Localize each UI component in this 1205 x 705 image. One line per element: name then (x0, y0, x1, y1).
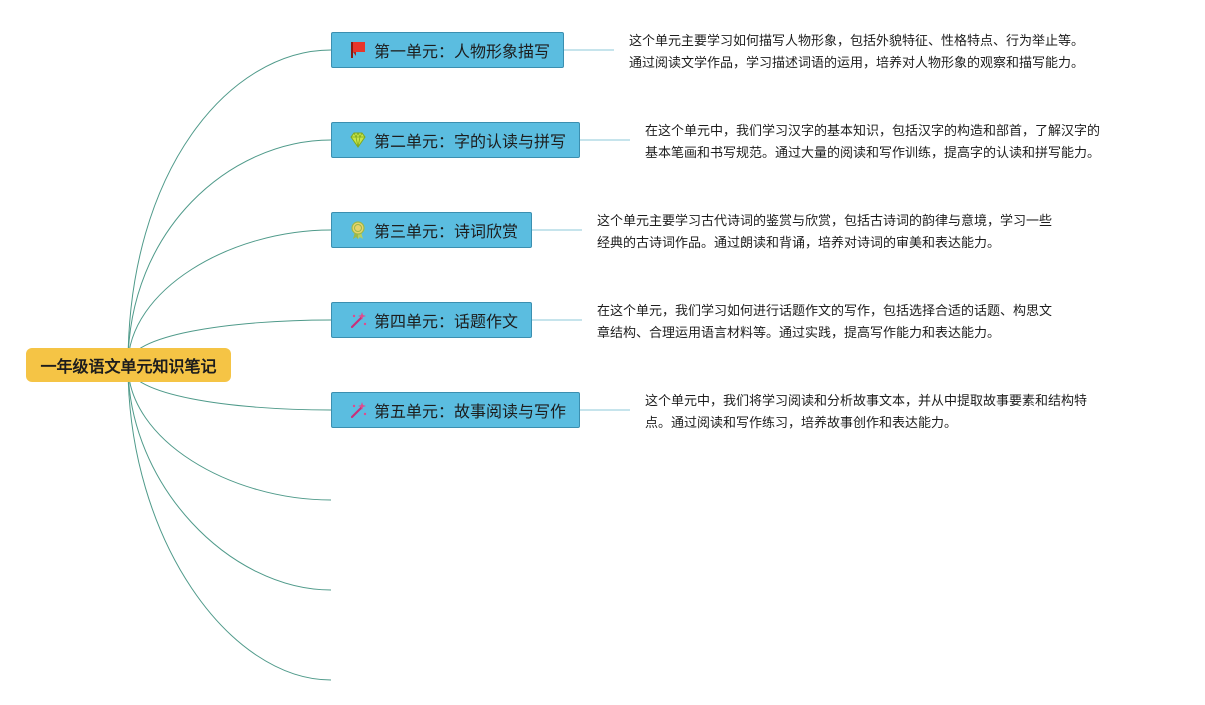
unit-node-2-label: 第二单元：字的认读与拼写 (374, 132, 567, 151)
unit-desc-2: 在这个单元中，我们学习汉字的基本知识，包括汉字的构造和部首，了解汉字的 基本笔画… (645, 121, 1100, 165)
unit-desc-5-line-2: 点。通过阅读和写作练习，培养故事创作和表达能力。 (645, 416, 958, 431)
red-flag-icon (348, 40, 368, 60)
unit-desc-1-line-2: 通过阅读文学作品，学习描述词语的运用，培养对人物形象的观察和描写能力。 (629, 56, 1085, 71)
unit-desc-2-line-2: 基本笔画和书写规范。通过大量的阅读和写作训练，提高字的认读和拼写能力。 (645, 146, 1101, 161)
root-topic[interactable]: 一年级语文单元知识笔记 (26, 348, 231, 382)
connector-unit-3 (127, 229, 332, 366)
unit-desc-2-line-1: 在这个单元中，我们学习汉字的基本知识，包括汉字的构造和部首，了解汉字的 (645, 124, 1101, 139)
unit-desc-3: 这个单元主要学习古代诗词的鉴赏与欣赏，包括古诗词的韵律与意境，学习一些 经典的古… (597, 211, 1052, 255)
connector-unit-2 (127, 139, 332, 366)
unit-node-5[interactable]: 第五单元：故事阅读与写作 (331, 392, 580, 428)
connector-empty-3 (127, 364, 332, 681)
unit-desc-5: 这个单元中，我们将学习阅读和分析故事文本，并从中提取故事要素和结构特 点。通过阅… (645, 391, 1087, 435)
unit-desc-1: 这个单元主要学习如何描写人物形象，包括外貌特征、性格特点、行为举止等。 通过阅读… (629, 31, 1084, 75)
unit-node-3-label: 第三单元：诗词欣赏 (374, 222, 519, 241)
unit-desc-4: 在这个单元，我们学习如何进行话题作文的写作，包括选择合适的话题、构思文 章结构、… (597, 301, 1052, 345)
magic-wand-icon (348, 310, 368, 330)
unit-node-1-label: 第一单元：人物形象描写 (374, 42, 551, 61)
unit-node-1[interactable]: 第一单元：人物形象描写 (331, 32, 564, 68)
unit-node-3[interactable]: 第三单元：诗词欣赏 (331, 212, 532, 248)
connector-empty-1 (127, 364, 332, 501)
connector-empty-2 (127, 364, 332, 591)
diamond-icon (348, 130, 368, 150)
unit-desc-5-line-1: 这个单元中，我们将学习阅读和分析故事文本，并从中提取故事要素和结构特 (645, 394, 1088, 409)
unit-desc-4-line-2: 章结构、合理运用语言材料等。通过实践，提高写作能力和表达能力。 (597, 326, 1001, 341)
magic-wand-icon (348, 400, 368, 420)
unit-node-2[interactable]: 第二单元：字的认读与拼写 (331, 122, 580, 158)
unit-desc-3-line-1: 这个单元主要学习古代诗词的鉴赏与欣赏，包括古诗词的韵律与意境，学习一些 (597, 214, 1053, 229)
root-topic-label: 一年级语文单元知识笔记 (40, 357, 217, 376)
unit-node-5-label: 第五单元：故事阅读与写作 (374, 402, 567, 421)
medal-icon (348, 220, 368, 240)
unit-node-4-label: 第四单元：话题作文 (374, 312, 519, 331)
unit-desc-4-line-1: 在这个单元，我们学习如何进行话题作文的写作，包括选择合适的话题、构思文 (597, 304, 1053, 319)
connector-unit-1 (127, 49, 332, 366)
unit-desc-1-line-1: 这个单元主要学习如何描写人物形象，包括外貌特征、性格特点、行为举止等。 (629, 34, 1085, 49)
unit-desc-3-line-2: 经典的古诗词作品。通过朗读和背诵，培养对诗词的审美和表达能力。 (597, 236, 1001, 251)
unit-node-4[interactable]: 第四单元：话题作文 (331, 302, 532, 338)
